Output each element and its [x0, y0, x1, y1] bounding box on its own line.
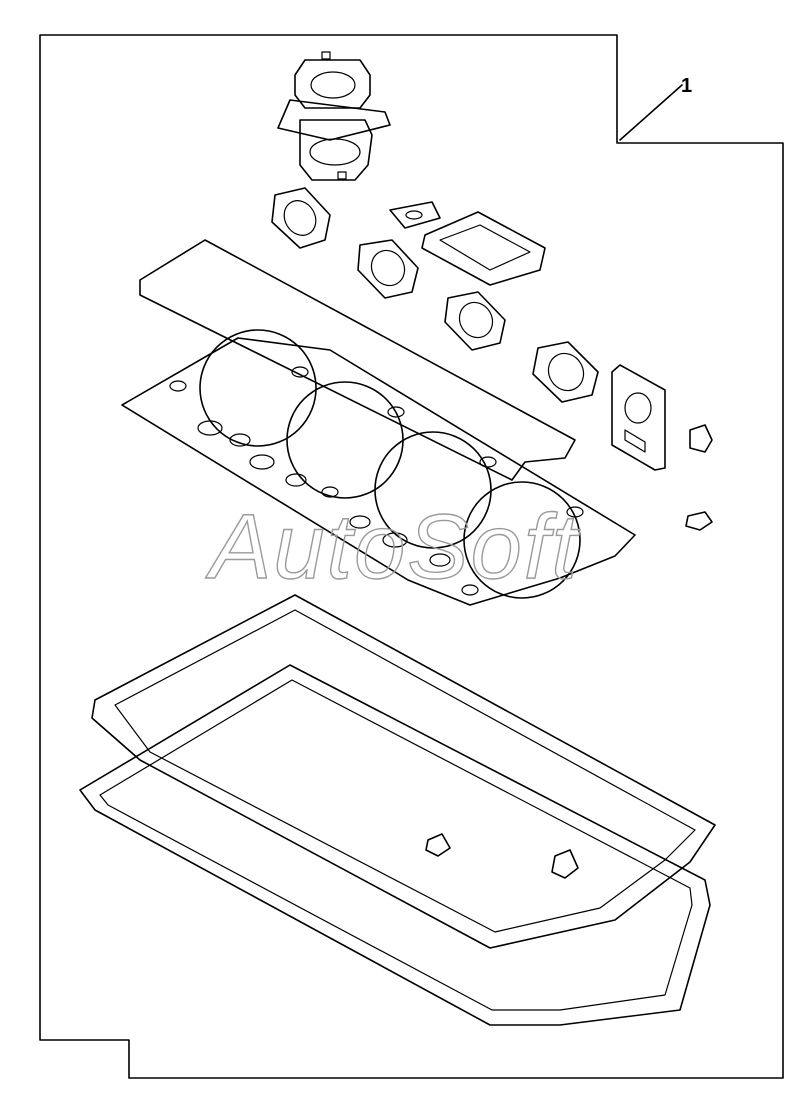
seal-ring[interactable]	[425, 424, 713, 879]
watermark: AutoSoft	[205, 496, 580, 598]
callout-leader	[619, 84, 683, 141]
rocker-cover-gasket[interactable]	[139, 239, 576, 481]
exhaust-gasket-stack[interactable]	[277, 51, 391, 181]
drawing-frame	[39, 34, 784, 1079]
callout-1[interactable]: 1	[619, 75, 692, 141]
manifold-port-gasket[interactable]	[271, 187, 599, 403]
cylinder-head-gasket[interactable]	[121, 329, 636, 606]
oil-sump-gasket[interactable]	[79, 594, 716, 1026]
water-pump-gasket[interactable]	[611, 364, 666, 471]
callout-label: 1	[681, 75, 692, 97]
thermostat-gasket[interactable]	[389, 201, 546, 286]
